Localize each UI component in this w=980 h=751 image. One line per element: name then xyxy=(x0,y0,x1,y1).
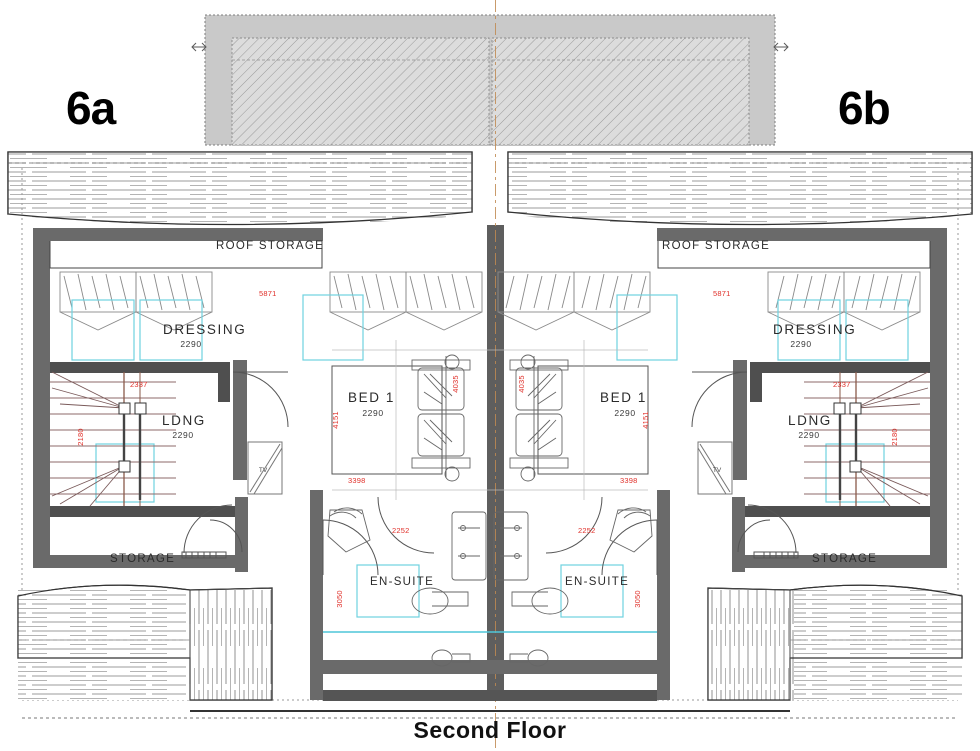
unit-label-6a: 6a xyxy=(66,82,117,134)
red-dim-ensuite-top-right: 2252 xyxy=(578,526,596,535)
red-dim-landing-top-right: 2337 xyxy=(833,380,851,389)
room-label-bed1-right: BED 1 xyxy=(600,390,647,405)
tv-label-left: TV xyxy=(259,467,268,474)
upper-roof-block xyxy=(191,14,789,146)
tv-label-right: TV xyxy=(713,467,722,474)
room-label-storage-left: STORAGE xyxy=(110,553,175,565)
unit-label-6b: 6b xyxy=(838,82,890,134)
room-label-dressing-left: DRESSING xyxy=(163,322,246,337)
party-wall xyxy=(487,0,504,751)
room-dim-ldng-right: 2290 xyxy=(798,430,819,440)
dressing-wardrobes xyxy=(59,271,483,331)
wall-left-outer xyxy=(33,228,50,568)
room-dim-dressing-right: 2290 xyxy=(790,339,811,349)
red-dim-bed-side-right: 4035 xyxy=(517,375,526,393)
room-label-roof-storage-right: ROOF STORAGE xyxy=(662,240,770,252)
room-label-storage-right: STORAGE xyxy=(812,553,877,565)
room-label-roof-storage-left: ROOF STORAGE xyxy=(216,240,324,252)
door-swings-left xyxy=(183,371,435,576)
red-dim-ensuite-top-left: 2252 xyxy=(392,526,410,535)
red-dim-landing-side-left: 2180 xyxy=(76,428,85,446)
red-dim-ensuite-side-left: 3050 xyxy=(335,590,344,608)
room-dim-bed1-left: 2290 xyxy=(362,408,383,418)
bottom-left-canopy xyxy=(17,584,273,701)
red-dim-bed-bottom-left: 3398 xyxy=(348,476,366,485)
room-label-ldng-left: LDNG xyxy=(162,413,206,428)
red-dim-ensuite-side-right: 3050 xyxy=(633,590,642,608)
floor-plan-title: Second Floor xyxy=(414,717,567,743)
red-dim-bed-left-vertical-left: 4151 xyxy=(331,411,340,429)
ensuite-fittings-left xyxy=(323,507,490,667)
room-label-ldng-right: LDNG xyxy=(788,413,832,428)
tv-cabinet-left xyxy=(247,441,283,495)
red-dim-bed-bottom-right: 3398 xyxy=(620,476,638,485)
staircase-left xyxy=(50,371,176,507)
bed-furniture-left xyxy=(411,354,471,482)
unit-6a xyxy=(33,228,493,701)
bottom-right-canopy xyxy=(707,584,963,701)
room-label-ensuite-left: EN-SUITE xyxy=(370,576,434,588)
room-dim-dressing-left: 2290 xyxy=(180,339,201,349)
red-dim-bed-side-left: 4035 xyxy=(451,375,460,393)
unit-6b xyxy=(487,228,947,701)
room-label-ensuite-right: EN-SUITE xyxy=(565,576,629,588)
room-label-dressing-right: DRESSING xyxy=(773,322,856,337)
room-dim-bed1-right: 2290 xyxy=(614,408,635,418)
red-dim-landing-side-right: 2180 xyxy=(890,428,899,446)
roof-band-left xyxy=(7,151,473,226)
red-dim-landing-top-left: 2337 xyxy=(130,380,148,389)
roof-band-right xyxy=(507,151,973,226)
red-dim-dressing-top-left: 5871 xyxy=(259,289,277,298)
room-label-bed1-left: BED 1 xyxy=(348,390,395,405)
red-dim-bed-right-vertical-right: 4151 xyxy=(641,411,650,429)
red-dim-dressing-top-right: 5871 xyxy=(713,289,731,298)
room-dim-ldng-left: 2290 xyxy=(172,430,193,440)
